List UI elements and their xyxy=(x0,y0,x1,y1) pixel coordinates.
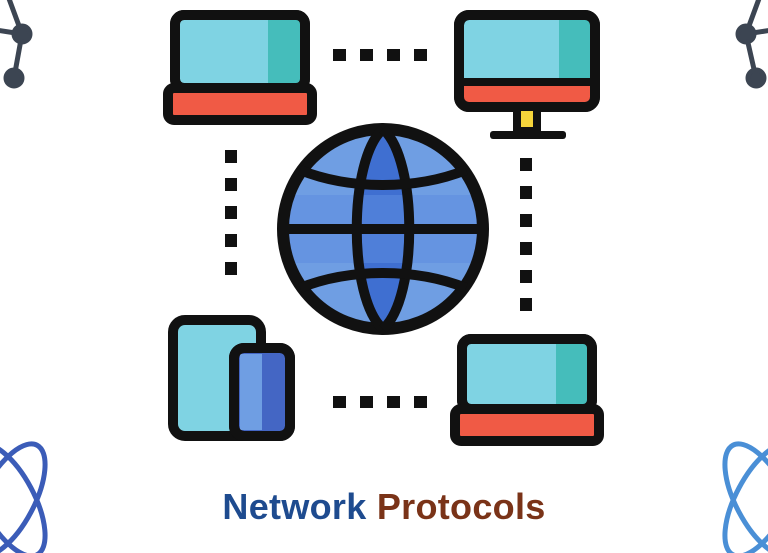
laptop-icon xyxy=(163,10,317,125)
laptop-icon xyxy=(450,334,604,446)
globe-icon xyxy=(277,123,489,335)
network-nodes-icon xyxy=(735,0,768,89)
phone-tablet-icon xyxy=(168,315,295,441)
caption-word-network: Network xyxy=(222,486,367,527)
connection-left xyxy=(225,150,237,275)
connection-bottom xyxy=(333,396,427,408)
connection-right xyxy=(520,158,532,311)
connection-top xyxy=(333,49,427,61)
atom-orbit-icon xyxy=(0,441,48,553)
atom-orbit-icon xyxy=(722,441,768,553)
caption-word-protocols: Protocols xyxy=(376,486,546,527)
caption-title: Network Protocols xyxy=(0,486,768,528)
network-nodes-icon xyxy=(0,0,33,89)
desktop-monitor-icon xyxy=(454,10,600,139)
